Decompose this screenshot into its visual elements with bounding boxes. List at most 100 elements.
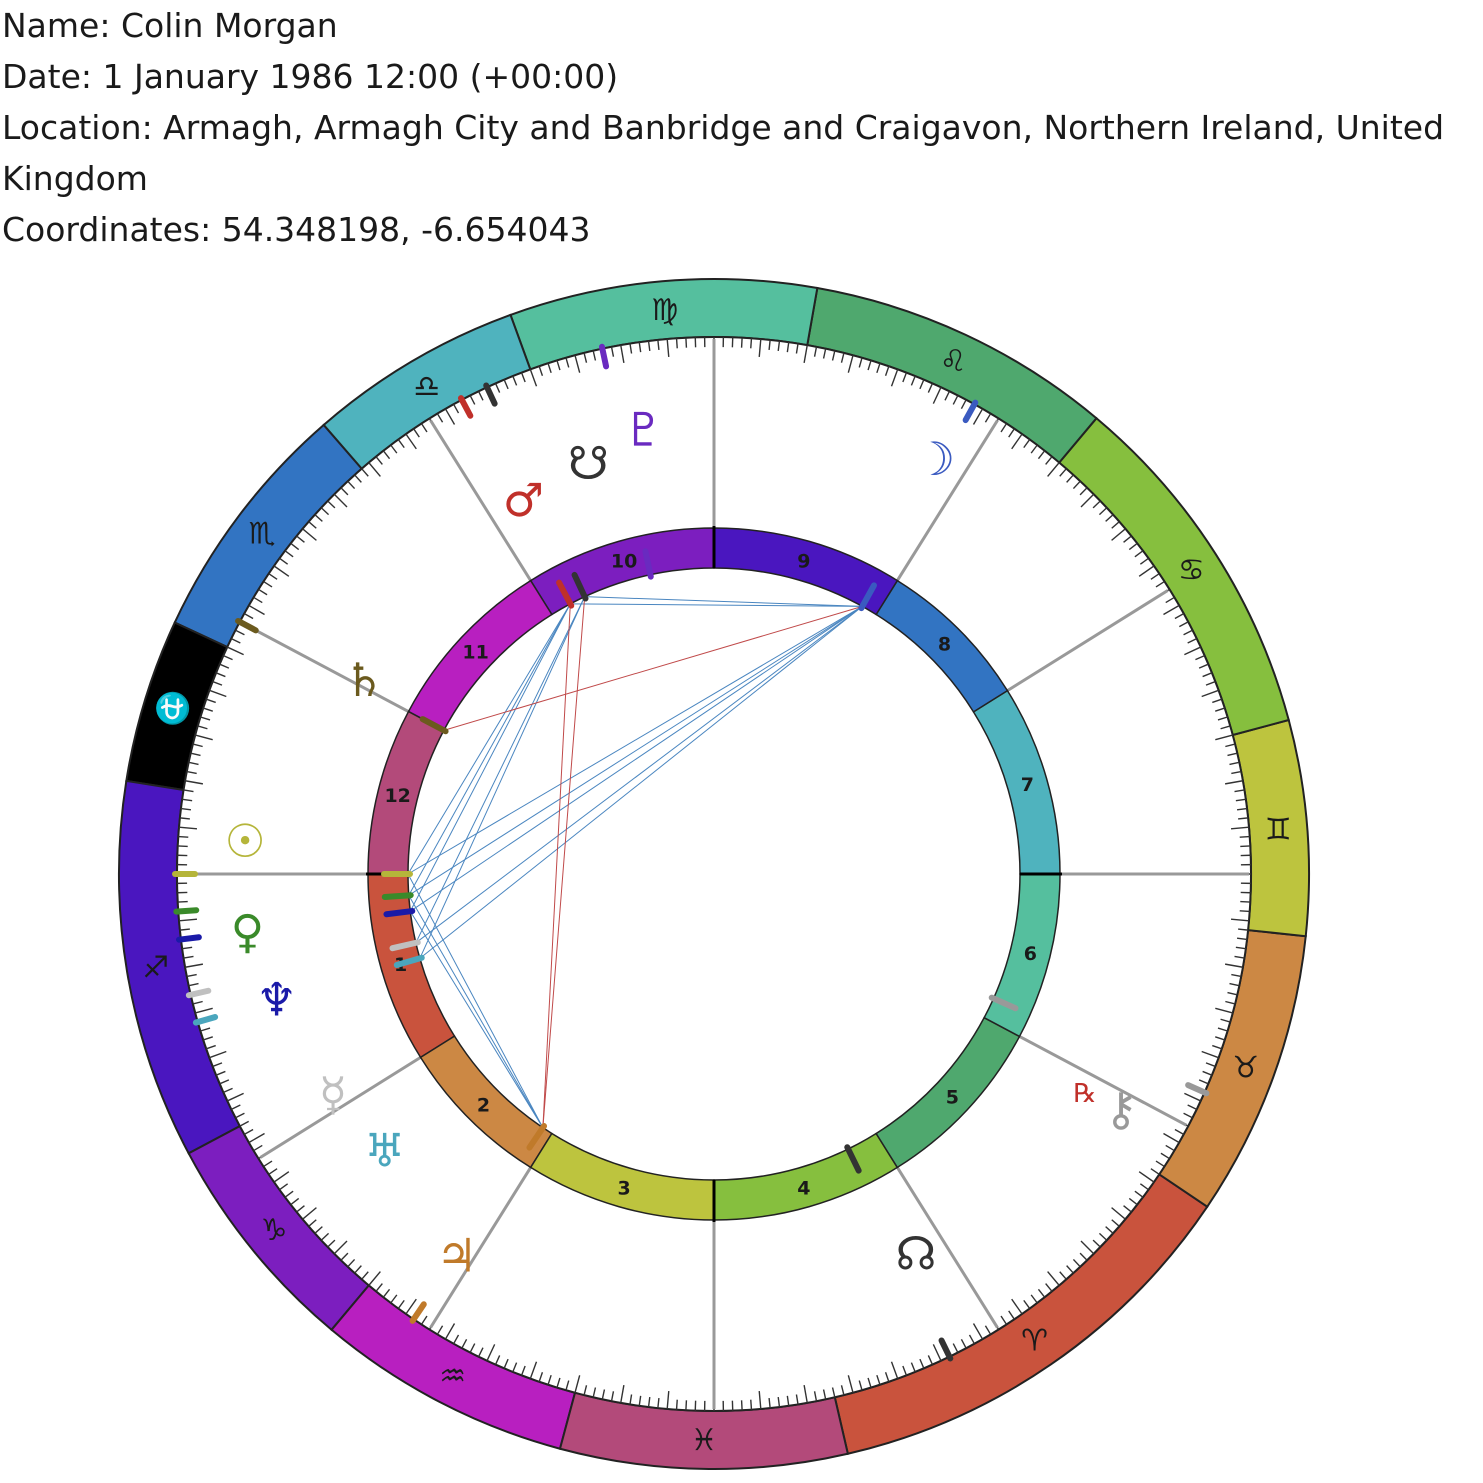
degree-tick [666,338,670,358]
degree-tick [243,1128,254,1135]
degree-tick [1163,1132,1180,1144]
degree-tick [657,339,660,350]
degree-tick [209,1050,227,1059]
chiron-icon: ⚷ [1104,1082,1138,1136]
house-number: 7 [1021,774,1034,796]
degree-tick [657,1398,660,1409]
degree-tick [235,629,245,636]
degree-tick [840,1385,845,1396]
degree-tick [200,716,211,721]
degree-tick [1214,707,1225,712]
degree-tick [494,383,501,393]
degree-tick [1178,621,1189,628]
degree-tick [1128,1197,1138,1206]
degree-tick [223,654,233,661]
degree-tick [1201,689,1219,698]
degree-tick [1134,1190,1144,1198]
aquarius-icon: ♒ [439,1359,466,1394]
degree-tick [847,355,854,373]
aspect-line-harmonious [408,603,571,896]
degree-tick [1236,937,1248,941]
degree-tick [209,689,227,698]
degree-tick [932,387,942,404]
house-number: 10 [611,551,637,573]
degree-tick [320,507,330,516]
libra-icon: ♎ [413,369,440,404]
aspect-line-harmonious [419,605,863,959]
house-cusp-line [259,1056,422,1159]
degree-tick [960,399,967,410]
degree-tick [638,342,642,353]
aspect-line-harmonious [410,605,863,912]
mercury-inner-marker [389,939,421,952]
degree-tick [444,408,456,425]
capricorn-icon: ♑ [261,1213,288,1248]
degree-tick [876,363,881,374]
degree-tick [1165,1144,1175,1152]
house-number: 5 [946,1086,959,1108]
degree-tick [215,672,226,678]
degree-tick [444,1323,456,1340]
degree-tick [223,1087,233,1094]
aspect-line-tense [443,605,863,731]
degree-tick [453,403,460,414]
degree-tick [420,1315,428,1325]
degree-tick [647,340,651,352]
degree-tick [858,1380,863,1391]
degree-tick [1225,743,1236,748]
degree-tick [368,1271,381,1286]
degree-tick [327,1239,336,1248]
degree-tick [253,1144,263,1152]
degree-tick [547,1374,552,1385]
degree-tick [647,1396,651,1408]
degree-tick [932,1344,942,1361]
degree-tick [1023,1299,1031,1309]
degree-tick [333,1240,348,1255]
degree-tick [1098,1232,1108,1241]
degree-tick [215,1070,226,1076]
degree-tick [1217,1027,1228,1032]
aspect-line-harmonious [584,596,863,607]
degree-tick [185,780,204,785]
jupiter-inner-marker [526,1123,548,1151]
degree-tick [382,1288,391,1298]
degree-tick [183,955,194,959]
degree-tick [268,1168,278,1175]
degree-tick [333,493,348,508]
degree-tick [279,1183,289,1191]
degree-tick [200,1027,211,1032]
degree-tick [413,428,420,438]
degree-tick [1227,752,1238,757]
degree-tick [574,355,581,373]
degree-tick [1229,982,1240,987]
degree-tick [178,918,198,922]
degree-tick [1235,946,1246,950]
venus-outer-marker [173,907,200,915]
house-cusp-line [1006,589,1169,692]
mercury-icon: ☿ [319,1067,347,1121]
jupiter-outer-marker [409,1301,427,1324]
degree-tick [405,1298,417,1315]
degree-tick [469,395,476,405]
degree-tick [1150,573,1160,580]
degree-tick [503,1358,509,1369]
degree-tick [182,946,193,950]
chiron-inner-marker [988,994,1019,1012]
degree-tick [884,366,890,376]
degree-tick [1202,1070,1213,1076]
house-number: 12 [384,785,410,807]
degree-tick [867,360,872,371]
degree-tick [1098,507,1108,516]
degree-tick [183,789,194,793]
degree-tick [685,337,688,348]
degree-tick [1212,1044,1222,1050]
degree-tick [1220,1018,1231,1023]
degree-tick [1079,487,1088,496]
degree-tick [565,357,570,368]
degree-tick [1187,1104,1197,1111]
degree-tick [1215,734,1233,741]
degree-tick [758,1390,762,1410]
degree-tick [777,1396,781,1408]
degree-tick [253,596,263,604]
